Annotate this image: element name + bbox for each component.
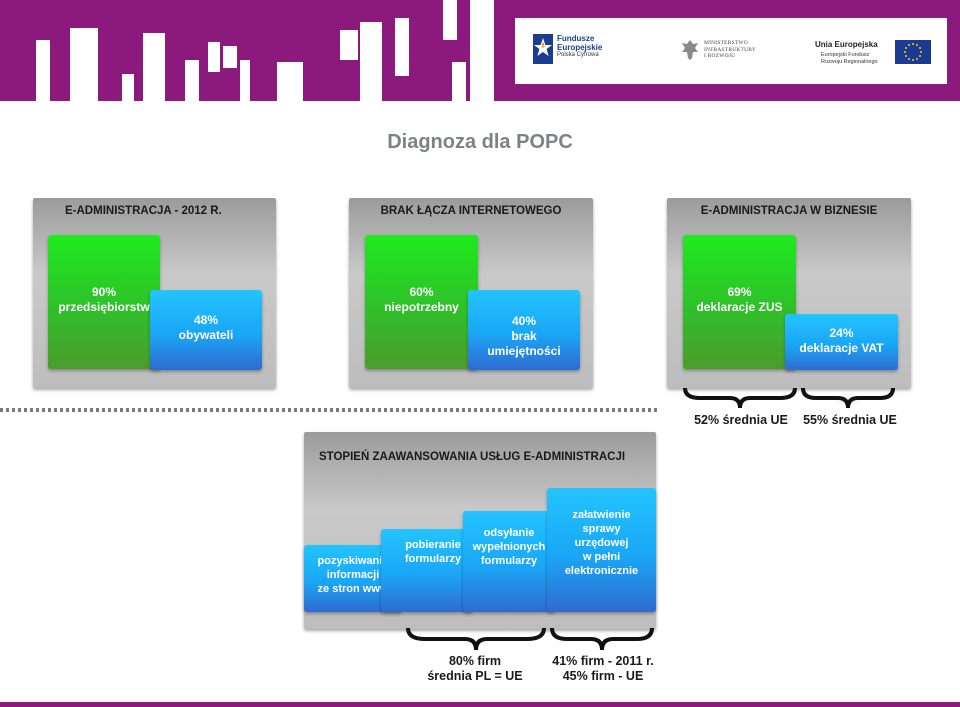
step-label: elektronicznie: [564, 565, 639, 577]
panel-header: STOPIEŃ ZAAWANSOWANIA USŁUG E-ADMINISTRA…: [319, 451, 626, 463]
fe-name-line2: Europejskie: [557, 43, 603, 52]
stat-label: deklaracje ZUS: [696, 300, 783, 314]
decor-block: [143, 33, 165, 101]
step-box-4: załatwienie sprawy urzędowej w pełni ele…: [547, 488, 656, 612]
decor-block: [277, 62, 303, 101]
fundusze-europejskie-logo: Fundusze Europejskie Polska Cyfrowa: [533, 32, 613, 72]
stat-label: umiejętności: [487, 344, 561, 358]
stat-box-blue: 24% deklaracje VAT: [785, 314, 898, 370]
min-line2: INFRASTRUKTURY: [704, 46, 757, 53]
step-label: w pełni: [582, 551, 621, 563]
panel-stopien-zaawansowania: STOPIEŃ ZAAWANSOWANIA USŁUG E-ADMINISTRA…: [304, 432, 656, 629]
stat-label: przedsiębiorstw: [58, 300, 150, 314]
step-label: ze stron www: [317, 583, 389, 595]
step-label: wypełnionych: [472, 541, 546, 553]
bottom-band: [0, 702, 960, 707]
stat-box-blue: 40% brak umiejętności: [468, 290, 580, 370]
stat-value: 24%: [829, 326, 854, 340]
brace-icon: [406, 627, 546, 651]
ministerstwo-logo: MINISTERSTWO INFRASTRUKTURY I ROZWOJU: [680, 38, 770, 68]
stat-value: 90%: [91, 285, 117, 299]
ue-title: Unia Europejska: [815, 40, 878, 49]
step-label: odsyłanie: [483, 527, 535, 539]
min-line3: I ROZWOJU: [704, 53, 736, 59]
unia-europejska-logo: Unia Europejska Europejski Fundusz Rozwo…: [815, 40, 935, 70]
step-label: informacji: [326, 569, 380, 581]
step-label: urzędowej: [574, 537, 629, 549]
panel-header: E-ADMINISTRACJA W BIZNESIE: [700, 205, 878, 217]
brace-icon: [683, 387, 797, 409]
decor-block: [36, 40, 50, 101]
note-line: 41% firm - 2011 r.: [552, 654, 654, 668]
brace-icon: [550, 627, 654, 651]
step-box-2: pobieranie formularzy: [381, 529, 473, 612]
stat-box-green: 90% przedsiębiorstw: [48, 235, 160, 369]
eagle-icon: [682, 40, 698, 60]
note-41-firm: 41% firm - 2011 r. 45% firm - UE: [545, 654, 661, 684]
stat-label: brak: [511, 329, 537, 343]
stat-value: 40%: [511, 314, 537, 328]
note-line: 80% firm: [448, 654, 502, 668]
note-eu-average-1: 52% średnia UE: [694, 413, 788, 427]
stat-label: niepotrzebny: [384, 300, 459, 314]
brace-icon: [801, 387, 895, 409]
stat-box-green: 60% niepotrzebny: [365, 235, 478, 369]
note-eu-average-2: 55% średnia UE: [803, 413, 897, 427]
fe-subtitle: Polska Cyfrowa: [557, 52, 599, 58]
panel-e-administracja-2012: E-ADMINISTRACJA - 2012 R. 90% przedsiębi…: [33, 198, 276, 388]
stat-label: obywateli: [178, 328, 234, 342]
ue-line2: Rozwoju Regionalnego: [821, 58, 878, 65]
step-box-3: odsyłanie wypełnionych formularzy: [463, 511, 555, 612]
decor-block: [452, 62, 466, 101]
step-label: sprawy: [582, 523, 621, 535]
step-label: pobieranie: [405, 539, 461, 551]
decor-block: [70, 28, 98, 101]
min-line1: MINISTERSTWO: [704, 40, 748, 46]
decor-block: [223, 46, 237, 68]
decor-block: [240, 60, 250, 101]
decor-block: [360, 22, 382, 101]
decor-block: [122, 74, 134, 101]
note-line: 45% firm - UE: [562, 669, 644, 683]
decor-block: [395, 18, 409, 76]
decor-block: [208, 42, 220, 72]
page-title: Diagnoza dla POPC: [387, 131, 573, 153]
panel-header: E-ADMINISTRACJA - 2012 R.: [65, 205, 222, 217]
step-label: formularzy: [480, 555, 538, 567]
ue-line1: Europejski Fundusz: [821, 52, 870, 58]
fe-name-line1: Fundusze: [557, 34, 595, 43]
decor-block: [470, 0, 494, 101]
panel-brak-lacza: BRAK ŁĄCZA INTERNETOWEGO 60% niepotrzebn…: [349, 198, 593, 388]
stat-box-green: 69% deklaracje ZUS: [683, 235, 796, 369]
stat-box-blue: 48% obywateli: [150, 290, 262, 370]
panel-e-administracja-biznes: E-ADMINISTRACJA W BIZNESIE 69% deklaracj…: [667, 198, 911, 388]
note-line: średnia PL = UE: [427, 669, 523, 683]
decor-block: [443, 0, 457, 40]
decor-block: [340, 30, 358, 60]
stat-label: deklaracje VAT: [799, 341, 884, 355]
step-label: pozyskiwanie: [317, 555, 389, 567]
decor-block: [185, 60, 199, 101]
note-80-firm: 80% firm średnia PL = UE: [405, 654, 545, 684]
panel-header: BRAK ŁĄCZA INTERNETOWEGO: [380, 205, 562, 217]
stat-value: 48%: [193, 313, 219, 327]
eu-flag-icon: [895, 40, 931, 64]
fe-star-icon: [533, 34, 553, 64]
stat-value: 60%: [409, 285, 434, 299]
dotted-divider: [0, 408, 660, 412]
logos-strip: Fundusze Europejskie Polska Cyfrowa MINI…: [515, 18, 947, 84]
stat-value: 69%: [727, 285, 752, 299]
step-label: formularzy: [404, 553, 462, 565]
step-label: załatwienie: [572, 509, 631, 521]
